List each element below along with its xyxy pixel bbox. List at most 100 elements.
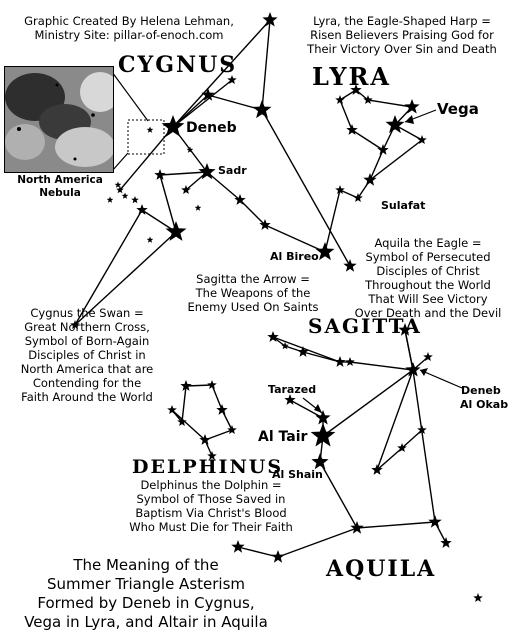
constellation-line <box>239 199 266 226</box>
star-k4-icon <box>284 394 296 405</box>
credit-line-2: Ministry Site: pillar-of-enoch.com <box>34 28 224 42</box>
star-k7-icon <box>350 521 364 534</box>
sadr-label: Sadr <box>218 164 247 177</box>
minor-star-icon <box>114 181 122 188</box>
meaning-line-1: The Meaning of the <box>73 556 219 574</box>
constellation-line <box>412 369 436 523</box>
constellation-line <box>211 384 223 411</box>
star-k10-icon <box>371 464 383 475</box>
constellation-line <box>172 19 271 128</box>
sagitta-title: SAGITTA <box>308 314 422 338</box>
constellation-line <box>376 369 414 471</box>
star-g3-icon <box>334 356 346 367</box>
star-tarazed-icon <box>315 410 331 425</box>
star-l8-icon <box>377 144 389 155</box>
minor-star-icon <box>186 146 194 153</box>
constellation-line <box>171 409 206 441</box>
constellation-line <box>322 369 414 437</box>
star-d2-icon <box>207 380 217 389</box>
constellation-line <box>159 171 208 176</box>
star-s2-icon <box>259 219 271 230</box>
constellation-line <box>369 149 384 181</box>
star-l5-icon <box>346 124 358 135</box>
constellation-line <box>404 329 414 371</box>
star-c8-icon <box>116 186 124 194</box>
constellation-line <box>181 385 187 423</box>
star-l4-icon <box>335 95 345 104</box>
lyra-description: Lyra, the Eagle-Shaped Harp = Risen Beli… <box>307 14 497 56</box>
constellation-line <box>339 89 357 101</box>
credit-line-1: Graphic Created By Helena Lehman, <box>24 14 234 28</box>
star-c1-icon <box>165 221 187 241</box>
nebula-marker-box <box>127 119 165 155</box>
constellation-line <box>289 399 324 419</box>
star-k3-icon <box>423 352 433 361</box>
constellation-line <box>74 231 177 326</box>
star-l3-icon <box>363 95 373 104</box>
star-g4-icon <box>345 357 355 366</box>
vega-arrowhead <box>405 115 414 124</box>
sagitta-description: Sagitta the Arrow = The Weapons of the E… <box>187 272 319 314</box>
delphinus-description: Delphinus the Dolphin = Symbol of Those … <box>129 478 293 534</box>
nebula-caption-line-1: North America <box>17 174 103 186</box>
star-k8-icon <box>428 515 442 528</box>
constellation-line <box>376 447 403 471</box>
deneb-al-okab-pointer <box>419 369 463 389</box>
star-a1-icon <box>201 88 215 101</box>
star-g5-icon <box>281 342 289 350</box>
constellation-line <box>356 521 436 529</box>
star-d4-icon <box>227 425 237 434</box>
star-g1-icon <box>267 331 279 342</box>
star-a3-icon <box>262 12 278 27</box>
minor-star-icon <box>146 126 154 133</box>
star-s1-icon <box>234 194 246 205</box>
vega-label: Vega <box>437 100 479 118</box>
minor-star-icon <box>194 204 202 211</box>
deneb-al-okab-label-2: Al Okab <box>460 398 509 411</box>
constellation-line <box>324 189 341 253</box>
constellation-line <box>159 174 177 233</box>
constellation-line <box>207 94 263 111</box>
star-sulafat-icon <box>363 173 377 186</box>
star-c3-icon <box>154 169 166 180</box>
star-c5-icon <box>70 320 80 329</box>
meaning-line-4: Vega in Lyra, and Altair in Aquila <box>24 613 268 631</box>
star-k12-icon <box>417 425 427 434</box>
delphinus-title: DELPHINUS <box>132 456 284 478</box>
constellation-line <box>206 171 241 201</box>
constellation-line <box>351 129 384 151</box>
aquila-description: Aquila the Eagle = Symbol of Persecuted … <box>354 236 502 320</box>
star-l9-icon <box>417 135 427 144</box>
star-d5-icon <box>199 434 211 445</box>
aquila-title: AQUILA <box>326 556 437 582</box>
star-k2-icon <box>398 323 412 336</box>
cygnus-description: Cygnus the Swan = Great Northern Cross, … <box>20 306 154 404</box>
star-k1-icon <box>405 362 421 377</box>
constellation-line <box>74 209 143 326</box>
constellation-line <box>185 384 213 387</box>
constellation-line <box>369 139 423 181</box>
star-l2-icon <box>350 84 362 95</box>
minor-star-icon <box>106 196 114 203</box>
constellation-line <box>277 527 358 558</box>
star-d6-icon <box>167 405 177 414</box>
meaning-line-3: Formed by Deneb in Cygnus, <box>37 594 255 612</box>
star-k9-icon <box>440 537 452 548</box>
constellation-line <box>141 209 177 233</box>
constellation-line <box>261 19 271 111</box>
deneb-al-okab-label-1: Deneb <box>461 384 501 397</box>
star-a2-icon <box>252 100 272 119</box>
north-america-nebula-photo <box>4 66 114 173</box>
star-c7-icon <box>131 196 139 204</box>
constellation-line <box>349 361 414 371</box>
nebula-caption-line-2: Nebula <box>39 187 81 199</box>
constellation-line <box>172 79 233 128</box>
tarazed-arrowhead <box>314 404 322 413</box>
meaning-line-2: Summer Triangle Asterism <box>46 575 246 593</box>
alshain-label: Al Shain <box>272 468 323 481</box>
sulafat-label: Sulafat <box>381 199 426 212</box>
lyra-title: LYRA <box>312 62 392 91</box>
constellation-line <box>319 461 358 529</box>
